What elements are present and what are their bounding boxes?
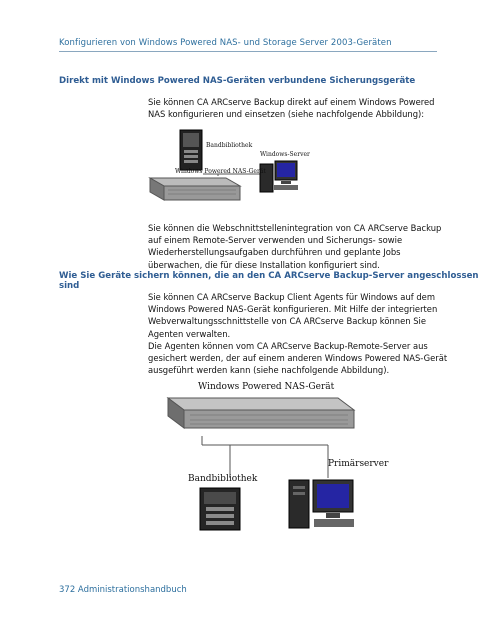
label-nas-device-fig2: Windows Powered NAS-Gerät	[198, 382, 335, 392]
paragraph-web-interface: Sie können die Webschnittstellenintegrat…	[148, 223, 442, 270]
tape-library-icon	[199, 487, 241, 531]
label-tape-library-fig1: Bandbibliothek	[206, 142, 253, 149]
paragraph-client-agents: Sie können CA ARCserve Backup Client Age…	[148, 292, 438, 339]
figure-server-attached-drawing	[166, 397, 356, 531]
figure-direct-attached-drawing	[148, 129, 298, 201]
windows-server-icon	[259, 160, 298, 193]
label-primary-server: Primärserver	[328, 459, 389, 469]
section-heading-direct: Direkt mit Windows Powered NAS-Geräten v…	[59, 76, 416, 86]
label-nas-device-fig1: Windows Powered NAS-Gerät	[175, 168, 266, 175]
section-heading-server-attached: Wie Sie Geräte sichern können, die an de…	[59, 271, 479, 291]
figure-server-attached: Windows Powered NAS-Gerät Primärserver B…	[166, 378, 418, 533]
nas-device-icon	[166, 397, 356, 429]
header-rule	[59, 51, 437, 52]
primary-server-icon	[288, 479, 354, 529]
label-windows-server: Windows-Server	[260, 151, 310, 158]
running-header: Konfigurieren von Windows Powered NAS- u…	[59, 38, 392, 48]
paragraph-direct-intro: Sie können CA ARCserve Backup direkt auf…	[148, 97, 435, 120]
figure-direct-attached: Bandbibliothek Windows-Server Windows Po…	[148, 126, 316, 222]
page-footer: 372 Administrationshandbuch	[59, 585, 187, 595]
tape-library-icon	[179, 129, 203, 171]
paragraph-remote-server: Die Agenten können vom CA ARCserve Backu…	[148, 341, 448, 376]
nas-device-icon	[148, 177, 242, 201]
label-tape-library-fig2: Bandbibliothek	[188, 474, 258, 484]
